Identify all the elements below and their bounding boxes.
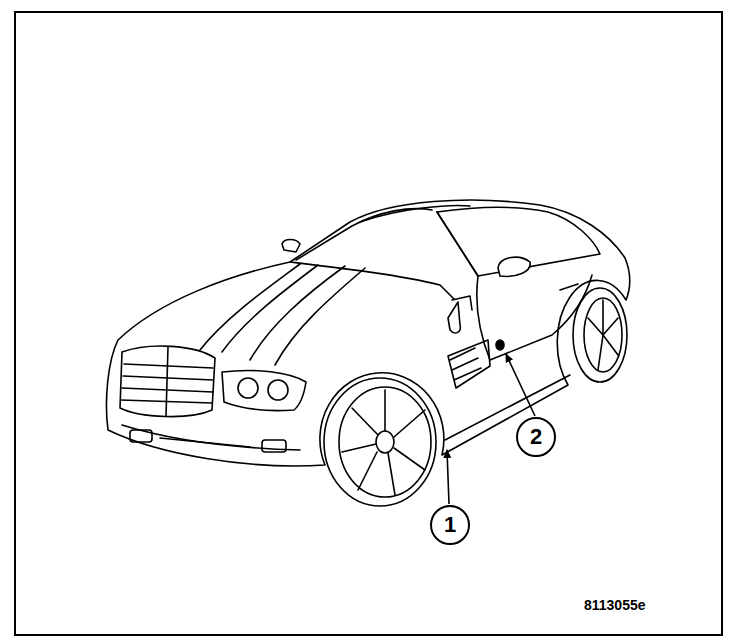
leader-line bbox=[447, 450, 449, 504]
figure-code: 8113055e bbox=[582, 597, 648, 613]
car-body bbox=[106, 200, 629, 506]
leader-line bbox=[506, 354, 535, 416]
callout-number: 1 bbox=[430, 505, 470, 545]
frame bbox=[15, 12, 722, 635]
callout-number: 2 bbox=[516, 417, 556, 457]
